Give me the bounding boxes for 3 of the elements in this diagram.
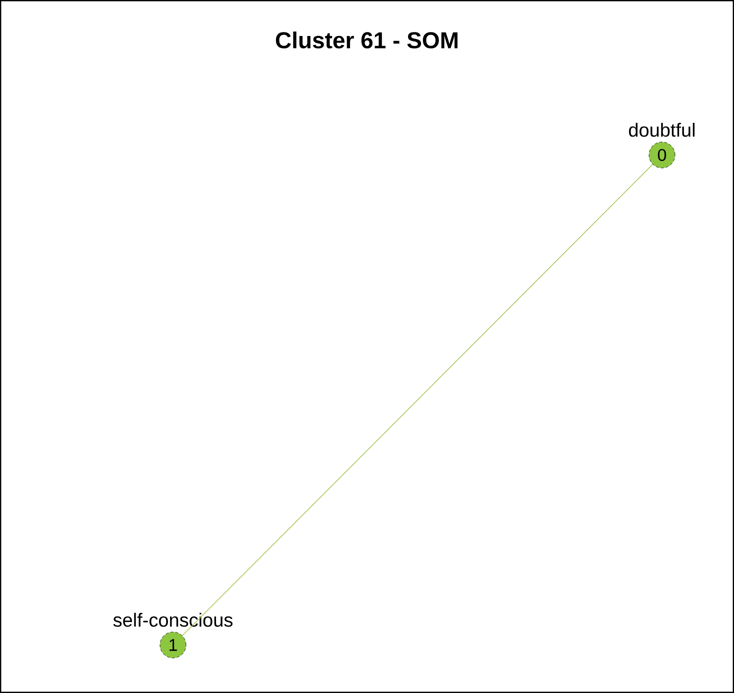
connector-line	[182, 164, 654, 636]
node-label: doubtful	[629, 122, 695, 137]
title: Cluster 61 - SOM	[276, 32, 458, 48]
